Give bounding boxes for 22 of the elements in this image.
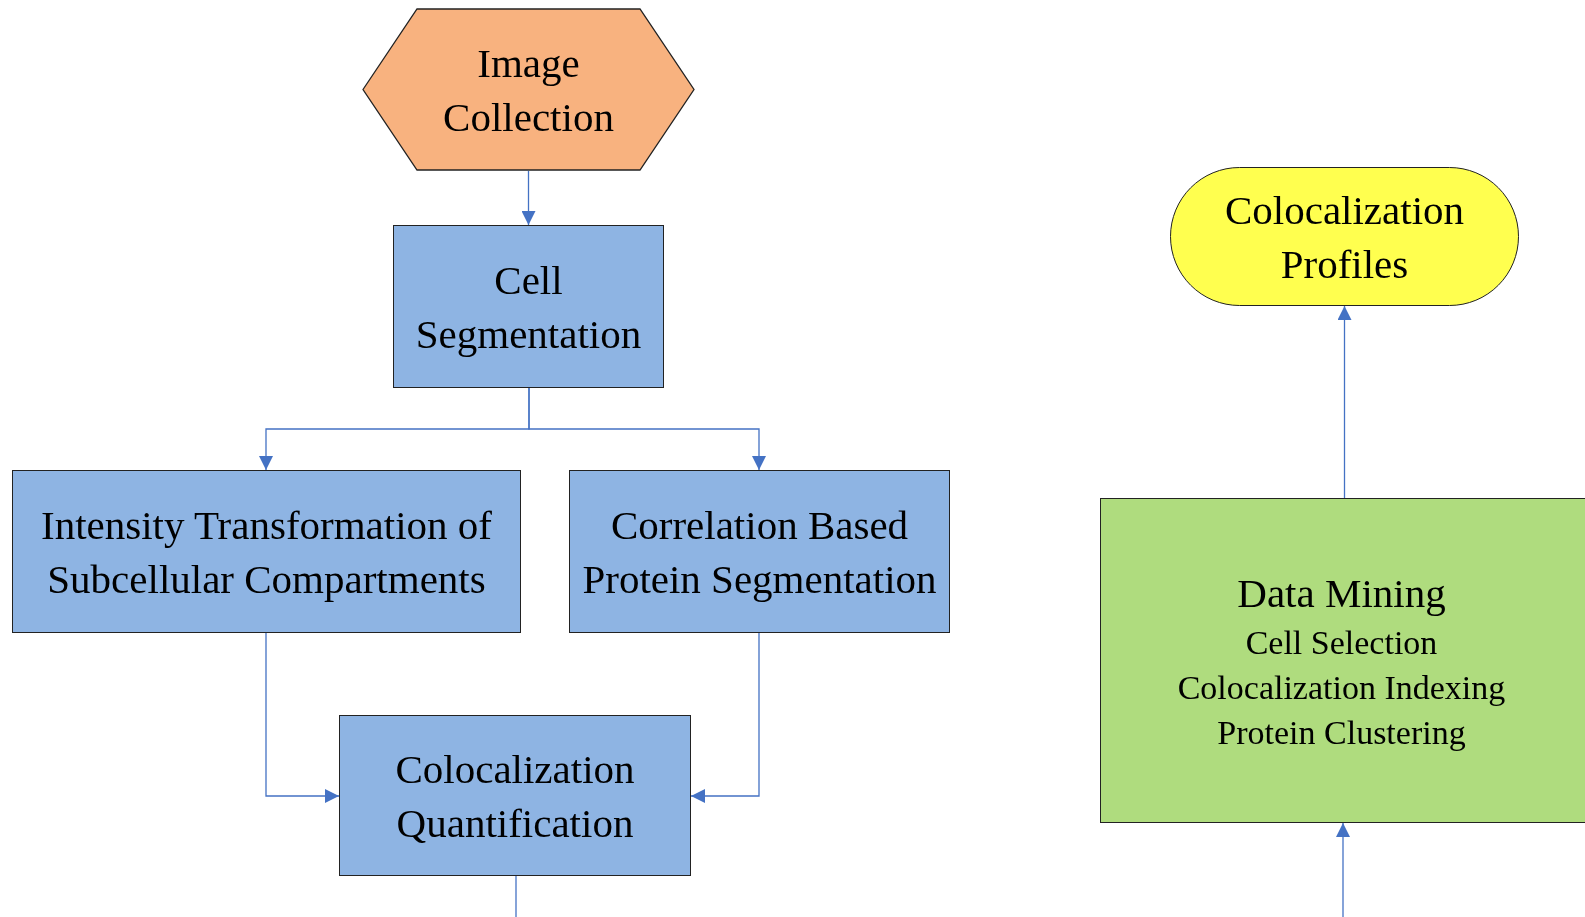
node-title: Image Collection — [442, 38, 615, 142]
node-title: Cell Segmentation — [414, 255, 643, 359]
node-title: Correlation Based Protein Segmentation — [581, 500, 938, 604]
arrow — [690, 632, 760, 803]
arrow — [528, 387, 766, 471]
node-title: Intensity Transformation of Subcellular Compartments — [40, 500, 493, 604]
list-item: Protein Clustering — [1217, 713, 1466, 753]
process-box — [339, 715, 691, 876]
process-box — [569, 470, 950, 633]
process-box — [12, 470, 521, 633]
arrow — [1336, 822, 1350, 917]
list-item: Cell Selection — [1245, 623, 1438, 663]
arrow — [521, 170, 536, 226]
start-hexagon — [362, 8, 695, 171]
list-item: Colocalization Indexing — [1177, 668, 1506, 708]
node-title: Data Mining — [1237, 569, 1446, 618]
arrow — [265, 632, 340, 803]
process-box — [393, 225, 664, 388]
process-box — [1100, 498, 1585, 823]
node-title: Colocalization Quantification — [394, 744, 636, 848]
node-title: Colocalization Profiles — [1223, 185, 1466, 289]
arrow — [1337, 305, 1352, 499]
